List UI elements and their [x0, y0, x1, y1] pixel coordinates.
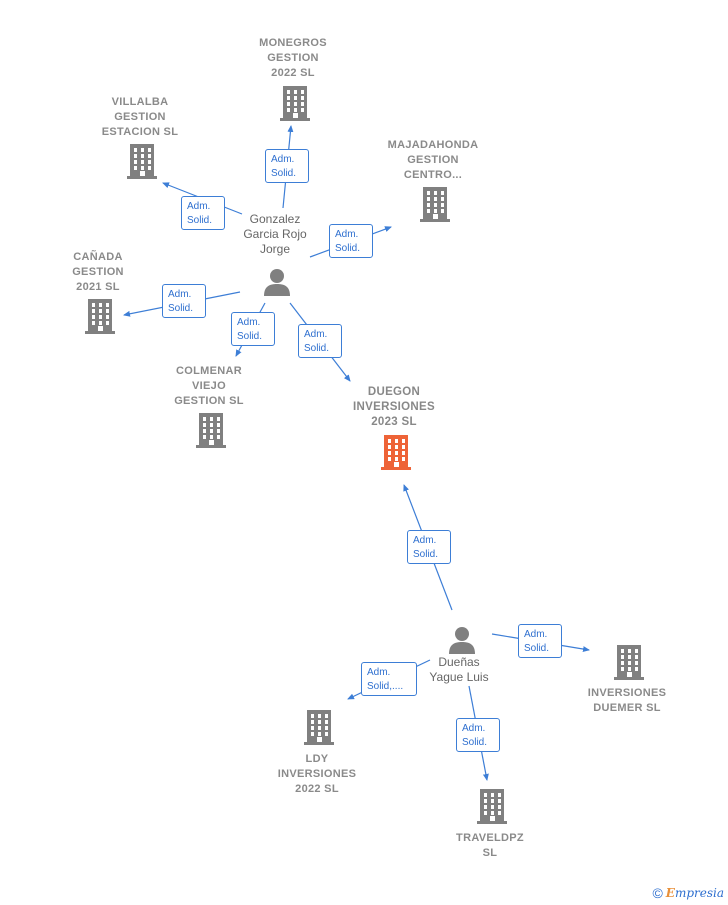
- building-icon[interactable]: [279, 85, 311, 126]
- building-icon[interactable]: [476, 788, 508, 829]
- relation-label[interactable]: Adm. Solid.: [162, 284, 206, 318]
- relation-label[interactable]: Adm. Solid.: [407, 530, 451, 564]
- person-name-label[interactable]: Gonzalez Garcia Rojo Jorge: [243, 212, 307, 256]
- person-name-label[interactable]: Dueñas Yague Luis: [429, 655, 489, 684]
- company-name-label[interactable]: CAÑADA GESTION 2021 SL: [72, 251, 124, 293]
- building-icon[interactable]: [380, 434, 412, 475]
- building-icon[interactable]: [419, 186, 451, 227]
- company-name-label[interactable]: MONEGROS GESTION 2022 SL: [259, 37, 327, 79]
- relation-label[interactable]: Adm. Solid.: [518, 624, 562, 658]
- company-name-label[interactable]: MAJADAHONDA GESTION CENTRO...: [387, 139, 479, 181]
- person-icon[interactable]: [262, 267, 292, 302]
- brand-logo: Empresia: [665, 886, 724, 900]
- building-icon[interactable]: [303, 709, 335, 750]
- company-name-label[interactable]: DUEGON INVERSIONES 2023 SL: [353, 386, 435, 428]
- relation-label[interactable]: Adm. Solid.: [456, 718, 500, 752]
- relation-label[interactable]: Adm. Solid.: [231, 312, 275, 346]
- relation-label[interactable]: Adm. Solid.: [265, 149, 309, 183]
- company-name-label[interactable]: VILLALBA GESTION ESTACION SL: [101, 96, 179, 138]
- company-name-label[interactable]: INVERSIONES DUEMER SL: [587, 687, 667, 714]
- building-icon[interactable]: [613, 644, 645, 685]
- company-name-label[interactable]: COLMENAR VIEJO GESTION SL: [174, 365, 244, 407]
- building-icon[interactable]: [84, 298, 116, 339]
- relation-label[interactable]: Adm. Solid.: [329, 224, 373, 258]
- footer-brand: © Empresia: [652, 885, 724, 901]
- person-icon[interactable]: [447, 625, 477, 660]
- company-name-label[interactable]: LDY INVERSIONES 2022 SL: [277, 753, 357, 795]
- relation-label[interactable]: Adm. Solid.: [181, 196, 225, 230]
- copyright-icon: ©: [652, 885, 663, 901]
- relation-label[interactable]: Adm. Solid,....: [361, 662, 417, 696]
- company-name-label[interactable]: TRAVELDPZ SL: [456, 832, 524, 859]
- relation-label[interactable]: Adm. Solid.: [298, 324, 342, 358]
- building-icon[interactable]: [126, 143, 158, 184]
- building-icon[interactable]: [195, 412, 227, 453]
